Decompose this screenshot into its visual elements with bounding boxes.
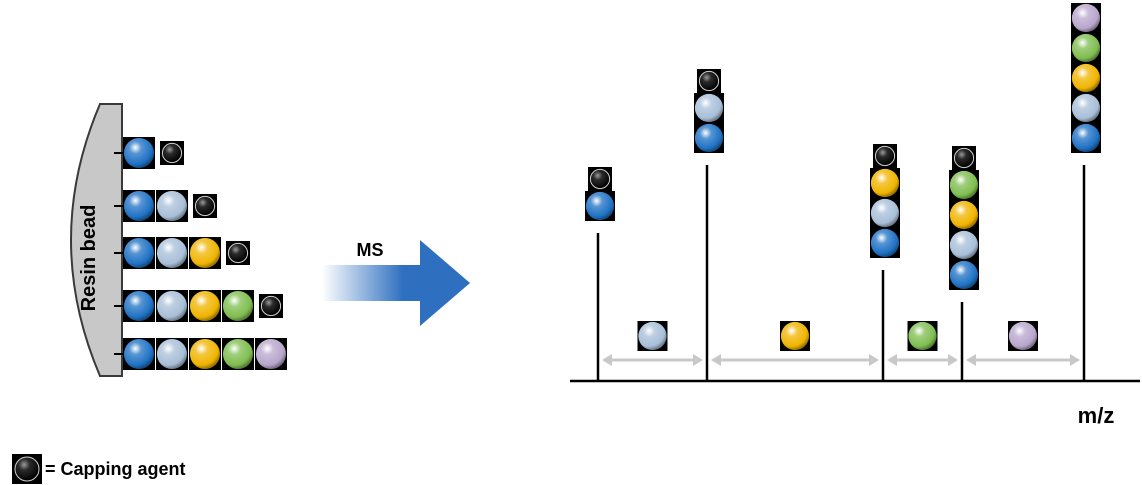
gap-arrowhead-left xyxy=(711,354,721,366)
monomer-sphere-blue xyxy=(1071,123,1101,153)
monomer-sphere-blue xyxy=(123,290,155,322)
monomer-sphere-gold xyxy=(949,200,979,230)
spectrum-peak xyxy=(1071,3,1101,381)
capping-agent-sphere xyxy=(226,241,250,265)
spectrum-peak xyxy=(694,69,724,381)
gap-arrowhead-right xyxy=(693,354,703,366)
resin-bead: Resin bead xyxy=(70,103,123,377)
resin-strand xyxy=(114,290,283,322)
resin-strand xyxy=(114,137,184,169)
x-axis-label: m/z xyxy=(1078,403,1115,428)
gap-monomer-sphere-lavender xyxy=(1008,321,1038,351)
legend-text: = Capping agent xyxy=(45,459,186,479)
mass-gap xyxy=(711,321,879,366)
monomer-sphere-green xyxy=(222,290,254,322)
resin-strands xyxy=(114,137,287,370)
spectrum-peak xyxy=(949,146,979,381)
monomer-sphere-blue xyxy=(694,123,724,153)
monomer-sphere-silver xyxy=(156,338,188,370)
monomer-sphere-blue xyxy=(123,137,155,169)
capping-agent-sphere xyxy=(160,141,184,165)
gap-arrowhead-right xyxy=(869,354,879,366)
gap-arrowhead-left xyxy=(887,354,897,366)
monomer-sphere-blue xyxy=(123,338,155,370)
monomer-sphere-lavender xyxy=(1071,3,1101,33)
capping-agent-sphere xyxy=(259,294,283,318)
resin-bead-shape xyxy=(70,103,123,377)
monomer-sphere-gold xyxy=(1071,63,1101,93)
monomer-sphere-blue xyxy=(870,228,900,258)
monomer-sphere-gold xyxy=(189,338,221,370)
ms-arrow: MS xyxy=(322,240,470,326)
monomer-sphere-blue xyxy=(123,237,155,269)
monomer-sphere-lavender xyxy=(255,338,287,370)
capping-agent-sphere xyxy=(952,146,976,170)
ms-arrow-shape xyxy=(322,240,470,326)
spectrum-peaks xyxy=(585,3,1101,381)
monomer-sphere-silver xyxy=(694,93,724,123)
gap-monomer-sphere-silver xyxy=(637,321,668,351)
mass-spectrum: m/z xyxy=(570,3,1140,428)
monomer-sphere-silver xyxy=(949,230,979,260)
monomer-sphere-silver xyxy=(1071,93,1101,123)
monomer-sphere-gold xyxy=(870,168,900,198)
capping-agent-sphere xyxy=(588,167,612,191)
monomer-sphere-green xyxy=(949,170,979,200)
monomer-sphere-silver xyxy=(156,190,188,222)
gap-monomer-sphere-green xyxy=(907,321,938,351)
resin-bead-label: Resin bead xyxy=(78,205,100,312)
monomer-sphere-gold xyxy=(189,237,221,269)
legend: = Capping agent xyxy=(12,454,186,484)
mass-gap xyxy=(887,321,958,366)
monomer-sphere-green xyxy=(1071,33,1101,63)
gap-arrowhead-left xyxy=(966,354,976,366)
resin-strand xyxy=(114,338,287,370)
monomer-sphere-blue xyxy=(585,191,615,221)
mass-gap xyxy=(602,321,703,366)
gap-arrowhead-right xyxy=(948,354,958,366)
spectrum-peak xyxy=(870,144,900,381)
ms-arrow-label: MS xyxy=(357,240,384,260)
monomer-sphere-silver xyxy=(156,237,188,269)
capping-agent-sphere xyxy=(12,454,42,484)
gap-arrowhead-right xyxy=(1070,354,1080,366)
mass-gap xyxy=(966,321,1080,366)
capping-agent-sphere xyxy=(697,69,721,93)
monomer-sphere-blue xyxy=(123,190,155,222)
mass-gaps xyxy=(602,321,1080,366)
monomer-sphere-green xyxy=(222,338,254,370)
resin-strand xyxy=(114,237,250,269)
resin-strand xyxy=(114,190,217,222)
capping-agent-sphere xyxy=(873,144,897,168)
gap-arrowhead-left xyxy=(602,354,612,366)
capping-agent-legend-icon xyxy=(12,454,42,484)
monomer-sphere-gold xyxy=(189,290,221,322)
monomer-sphere-silver xyxy=(870,198,900,228)
spectrum-peak xyxy=(585,167,615,381)
capping-agent-sphere xyxy=(193,194,217,218)
monomer-sphere-blue xyxy=(949,260,979,290)
monomer-sphere-silver xyxy=(156,290,188,322)
gap-monomer-sphere-gold xyxy=(780,321,810,351)
